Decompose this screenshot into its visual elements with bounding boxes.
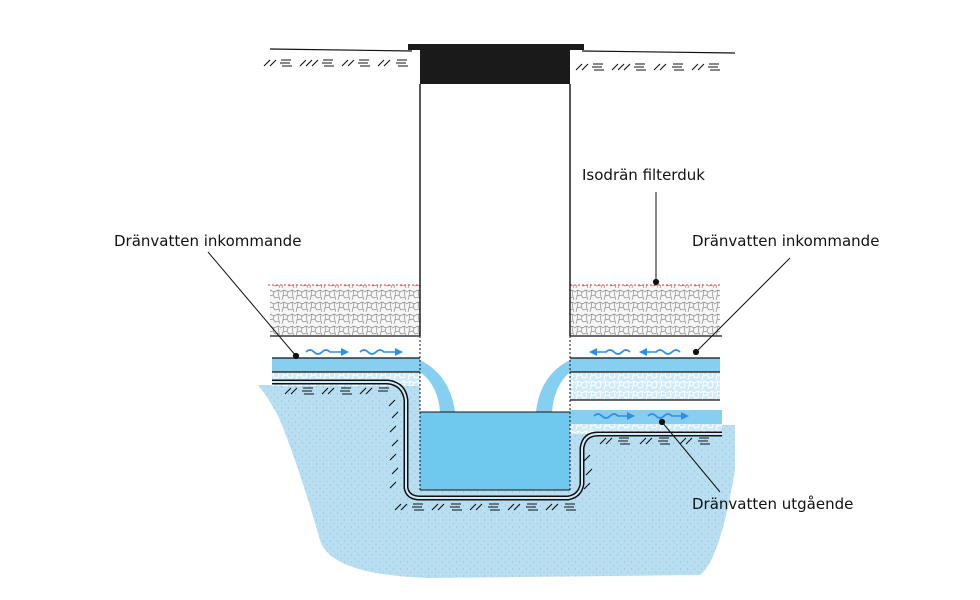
outgoing-channel [570, 410, 722, 424]
flow-arrow-right-1 [589, 348, 631, 356]
label-incoming-left: Dränvatten inkommande [114, 232, 302, 250]
leader-outgoing [661, 421, 721, 493]
chamber-water [420, 412, 570, 490]
incoming-channel-right [570, 358, 720, 372]
label-filter-cloth: Isodrän filterduk [582, 166, 705, 184]
flow-arrow-left-1 [305, 348, 349, 356]
leader-lines [207, 192, 791, 493]
label-outgoing: Dränvatten utgående [692, 495, 854, 513]
flow-arrow-right-2 [639, 348, 681, 356]
label-incoming-right: Dränvatten inkommande [692, 232, 880, 250]
leader-incoming-left [207, 251, 297, 357]
flow-arrow-out-2 [647, 412, 689, 420]
flow-arrow-out-1 [593, 412, 635, 420]
wet-gravel-right [570, 372, 720, 400]
incoming-channel-left [272, 358, 420, 372]
leader-incoming-right [695, 257, 791, 353]
ground-surface [269, 48, 736, 54]
soil-hatching [263, 59, 720, 511]
chamber-lid [420, 46, 570, 84]
wet-gravel-outgoing [570, 424, 722, 434]
flow-arrow-left-2 [359, 348, 403, 356]
flow-arrows [305, 348, 689, 420]
inflow-stream-left [420, 360, 455, 412]
gravel-right [570, 285, 720, 335]
gravel-left [270, 285, 420, 335]
inflow-stream-right [536, 360, 570, 412]
